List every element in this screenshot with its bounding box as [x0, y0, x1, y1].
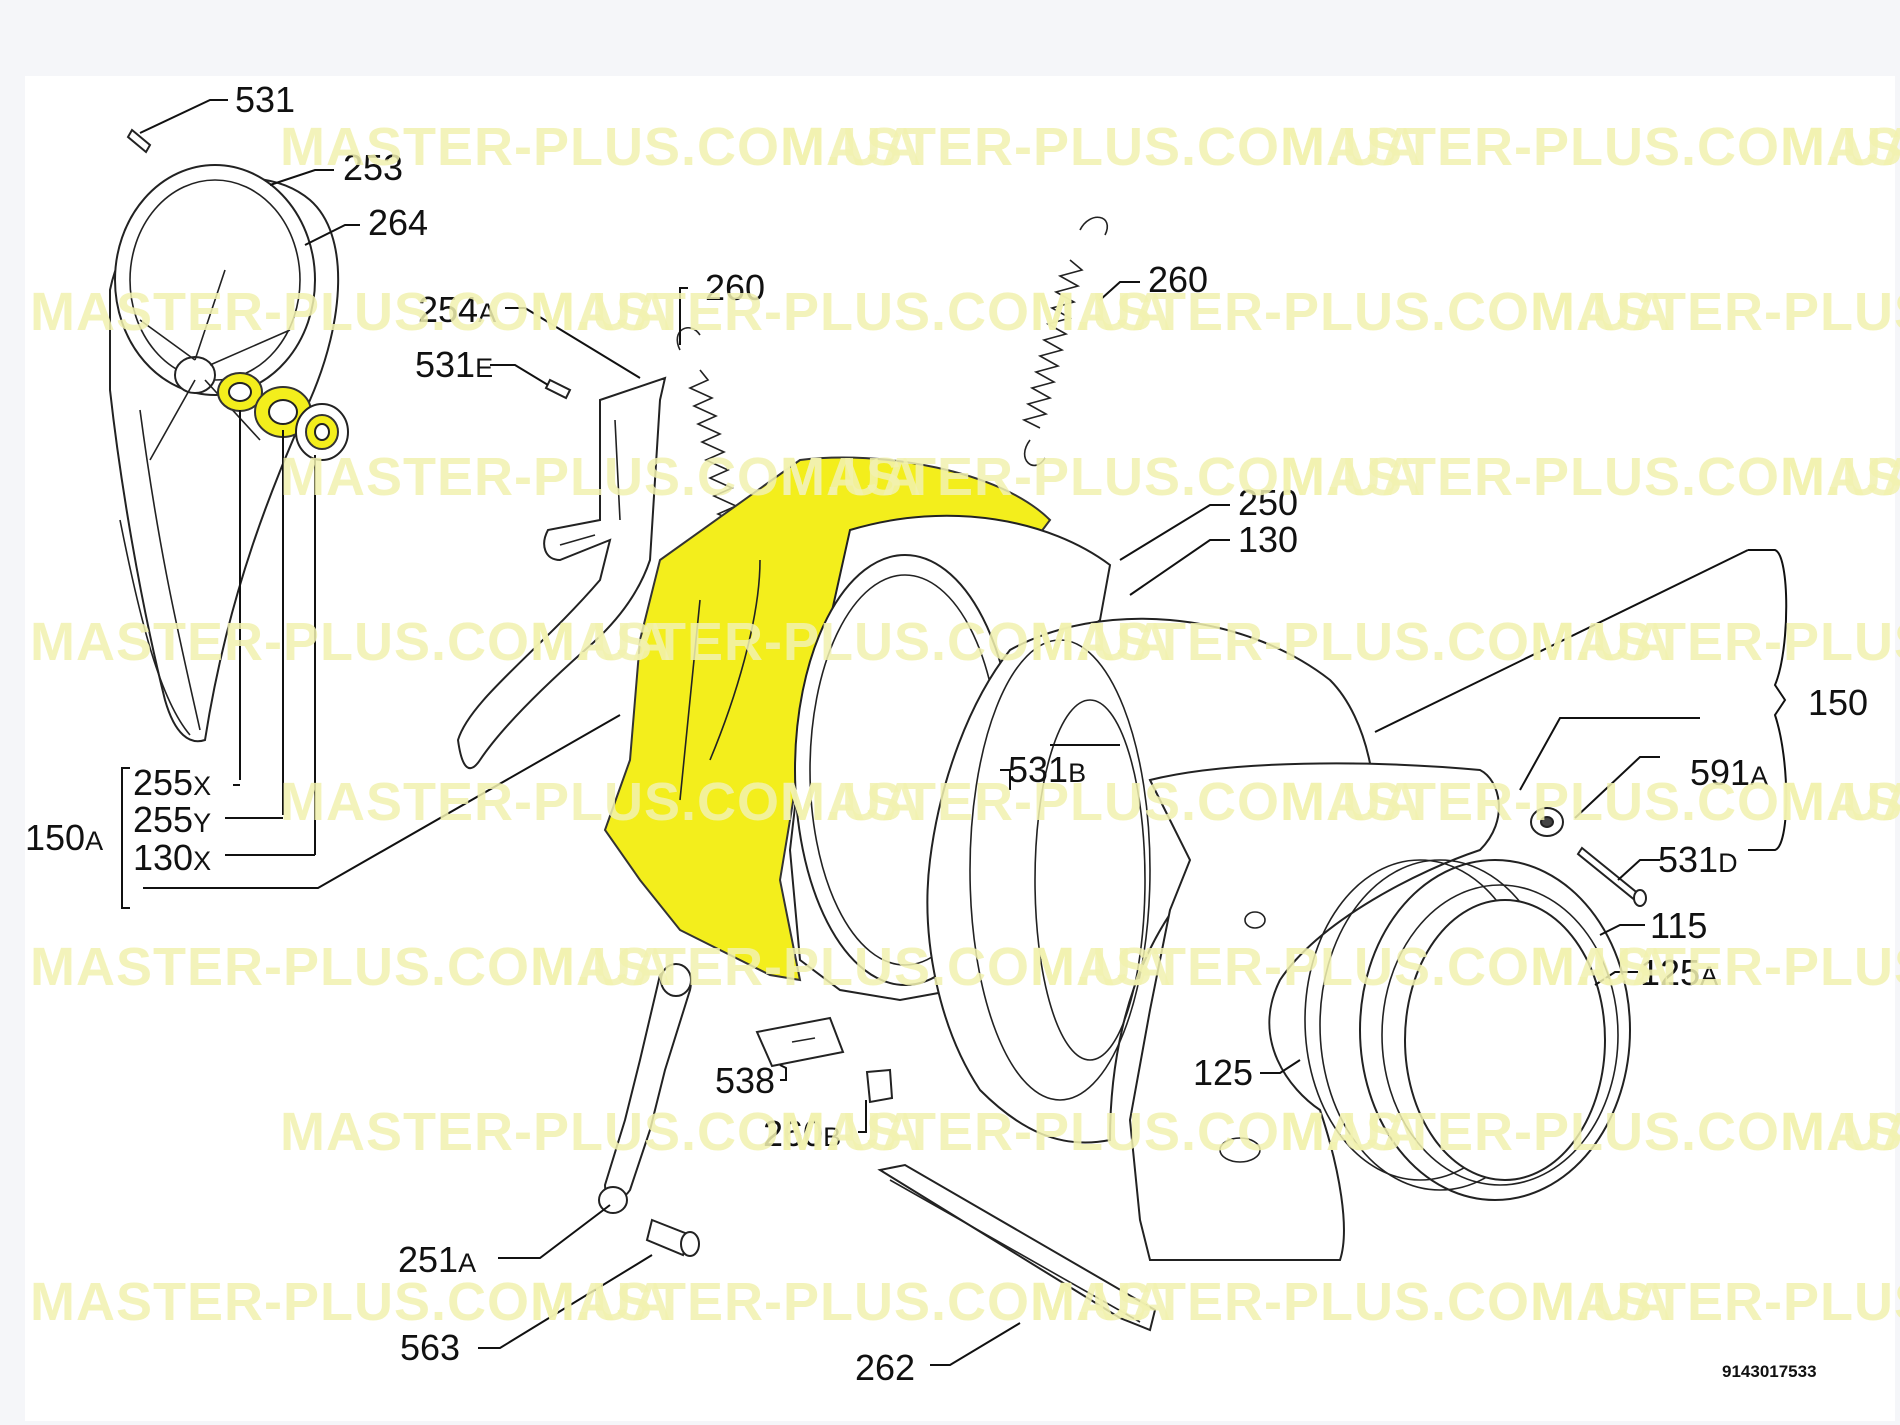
label-264: 264 — [368, 202, 428, 243]
screw-531e-part — [544, 378, 572, 400]
watermark-text: MASTER-PLUS.COM.UA — [280, 447, 922, 507]
label-563: 563 — [400, 1327, 460, 1368]
watermark-text: MASTER-PLUS.COM.UA — [530, 1272, 1172, 1332]
spring-260-right-part — [1021, 216, 1108, 467]
leader-lines — [121, 99, 1788, 1366]
label-591a: 591A — [1690, 752, 1768, 793]
label-260b: 260B — [763, 1113, 841, 1154]
watermark-text: MASTER-PLUS.COM.UA — [30, 1272, 672, 1332]
watermark-text: MASTER-PLUS.COM.UA — [1280, 772, 1900, 832]
watermark-text: MASTER-PLUS.COM.UA — [1780, 117, 1900, 177]
bolt-531d-part — [1576, 846, 1647, 907]
watermark-text: MASTER-PLUS.COM.UA — [1030, 612, 1672, 672]
washer-591a-part — [1530, 807, 1564, 837]
label-255y: 255Y — [133, 799, 211, 840]
seal-130x-part — [295, 403, 349, 461]
rail-262-part — [877, 1163, 1157, 1332]
label-253: 253 — [343, 147, 403, 188]
watermark-text: MASTER-PLUS.COM.UA — [30, 612, 672, 672]
label-130x: 130X — [133, 837, 211, 878]
label-125: 125 — [1193, 1052, 1253, 1093]
watermark-text: MASTER-PLUS.COM.UA — [780, 117, 1422, 177]
label-255x: 255X — [133, 762, 211, 803]
part-labels: 531 253 264 254A 531E 260 260 250 130 15… — [25, 79, 1868, 1388]
bearing-255x-part — [217, 372, 263, 412]
diagram-code: 9143017533 — [1722, 1362, 1817, 1381]
label-262: 262 — [855, 1347, 915, 1388]
watermark-text: MASTER-PLUS.COM.UA — [1530, 612, 1900, 672]
watermark-text: MASTER-PLUS.COM.UA — [1530, 937, 1900, 997]
watermark-text: MASTER-PLUS.COM.UA — [530, 612, 1172, 672]
screw-531-part — [126, 128, 152, 154]
label-125a: 125A — [1640, 952, 1718, 993]
plate-538-part — [755, 1016, 845, 1068]
watermark-layer: MASTER-PLUS.COM.UAMASTER-PLUS.COM.UAMAST… — [30, 117, 1900, 1332]
label-260-left: 260 — [705, 267, 765, 308]
label-531e: 531E — [415, 344, 493, 385]
watermark-text: MASTER-PLUS.COM.UA — [1780, 447, 1900, 507]
clip-260b-part — [865, 1068, 894, 1104]
watermark-text: MASTER-PLUS.COM.UA — [1530, 1272, 1900, 1332]
watermark-text: MASTER-PLUS.COM.UA — [780, 1102, 1422, 1162]
watermark-text: MASTER-PLUS.COM.UA — [1280, 447, 1900, 507]
label-260-right: 260 — [1148, 259, 1208, 300]
watermark-text: MASTER-PLUS.COM.UA — [1030, 937, 1672, 997]
shock-absorber-part — [598, 963, 692, 1214]
watermark-text: MASTER-PLUS.COM.UA — [1280, 117, 1900, 177]
watermark-text: MASTER-PLUS.COM.UA — [780, 447, 1422, 507]
front-tub-part — [926, 617, 1375, 1144]
watermark-text: MASTER-PLUS.COM.UA — [1030, 1272, 1672, 1332]
door-seal-part — [1304, 859, 1631, 1201]
watermark-text: MASTER-PLUS.COM.UA — [30, 937, 672, 997]
label-250: 250 — [1238, 482, 1298, 523]
label-531d: 531D — [1658, 839, 1738, 880]
label-150a: 150A — [25, 817, 103, 858]
bracket-254a-part — [456, 376, 667, 770]
label-251a: 251A — [398, 1239, 476, 1280]
watermark-text: MASTER-PLUS.COM.UA — [280, 117, 922, 177]
label-130: 130 — [1238, 519, 1298, 560]
pulley-part — [109, 164, 340, 743]
rear-tub-part — [603, 456, 1052, 982]
label-538: 538 — [715, 1060, 775, 1101]
watermark-text: MASTER-PLUS.COM.UA — [280, 1102, 922, 1162]
label-531b: 531B — [1008, 749, 1086, 790]
watermark-text: MASTER-PLUS.COM.UA — [1280, 1102, 1900, 1162]
watermark-text: MASTER-PLUS.COM.UA — [1780, 1102, 1900, 1162]
label-254a: 254A — [418, 289, 496, 330]
watermark-text: MASTER-PLUS.COM.UA — [1530, 282, 1900, 342]
watermark-text: MASTER-PLUS.COM.UA — [530, 937, 1172, 997]
watermark-text: MASTER-PLUS.COM.UA — [530, 282, 1172, 342]
watermark-text: MASTER-PLUS.COM.UA — [780, 772, 1422, 832]
watermark-text: MASTER-PLUS.COM.UA — [30, 282, 672, 342]
watermark-text: MASTER-PLUS.COM.UA — [1030, 282, 1672, 342]
label-531: 531 — [235, 79, 295, 120]
label-115: 115 — [1650, 905, 1707, 946]
pin-563-part — [645, 1218, 700, 1257]
watermark-text: MASTER-PLUS.COM.UA — [280, 772, 922, 832]
label-150: 150 — [1808, 682, 1868, 723]
watermark-text: MASTER-PLUS.COM.UA — [1780, 772, 1900, 832]
